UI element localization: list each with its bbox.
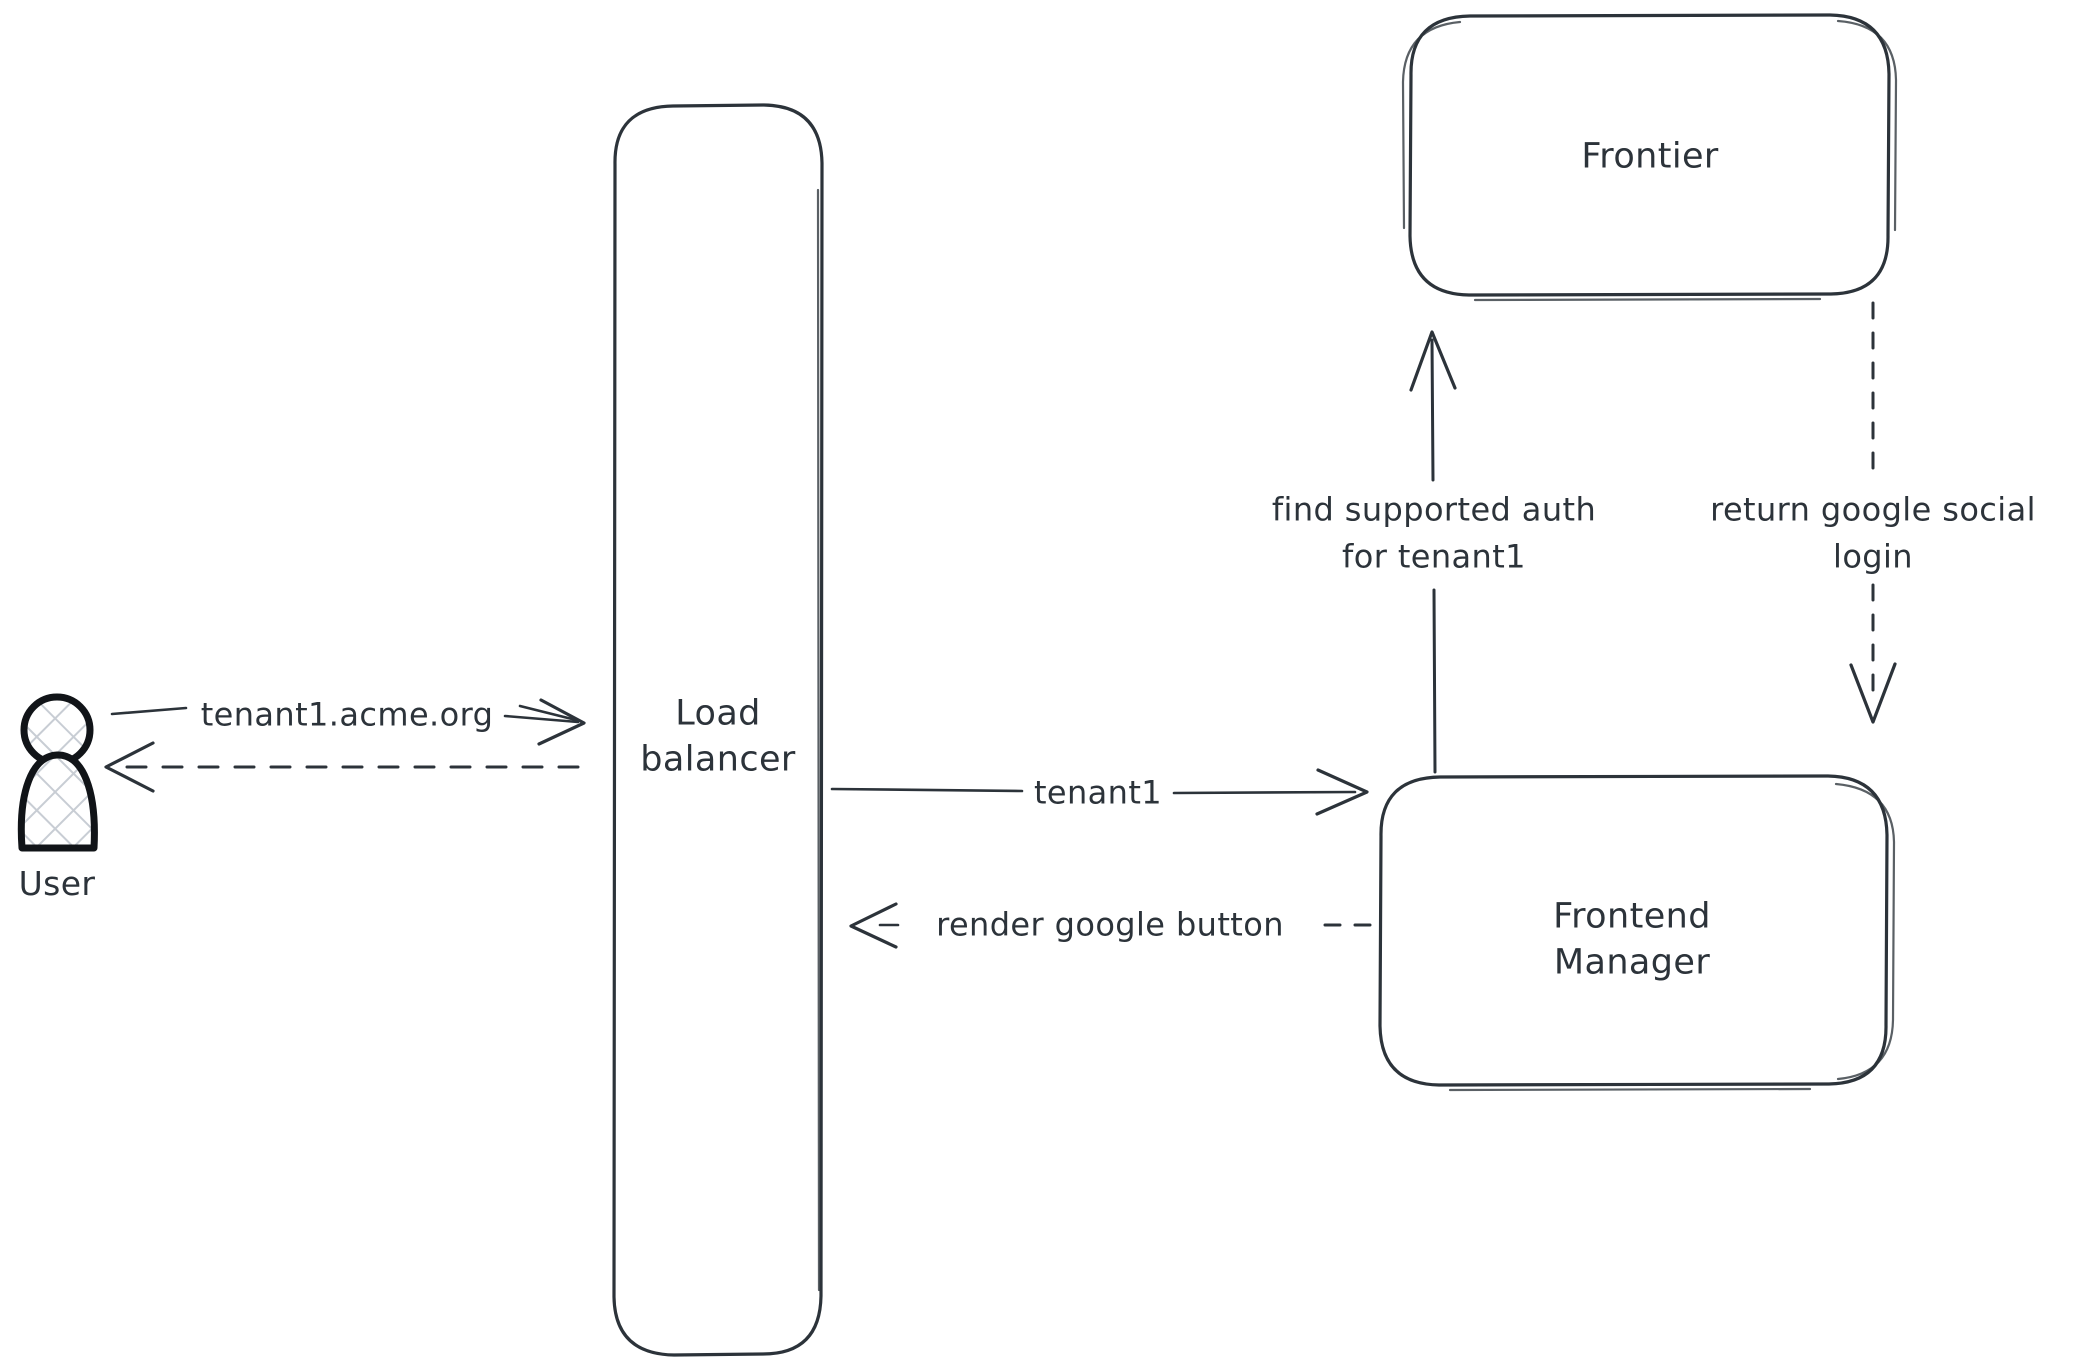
edge-load-balancer-to-user bbox=[104, 741, 580, 793]
edge-load-balancer-to-frontend-manager bbox=[830, 768, 1369, 816]
frontend-manager-shape bbox=[1378, 774, 1896, 1092]
frontend-manager-label-line1: Frontend bbox=[1553, 896, 1711, 937]
load-balancer-shape bbox=[612, 103, 824, 1357]
user-label: User bbox=[18, 863, 96, 903]
edge-label-tenant1-acme-org: tenant1.acme.org bbox=[194, 695, 500, 735]
edge-label-return-google-social-line1: return google social bbox=[1704, 490, 2042, 530]
edge-label-find-supported-auth-line2: for tenant1 bbox=[1336, 537, 1532, 577]
edge-label-tenant1: tenant1 bbox=[1027, 773, 1169, 813]
frontier-shape bbox=[1401, 13, 1898, 302]
edge-user-to-load-balancer bbox=[110, 698, 586, 746]
user-actor-icon bbox=[17, 693, 98, 852]
frontier-label: Frontier bbox=[1581, 136, 1719, 177]
edge-frontend-manager-to-frontier bbox=[1409, 330, 1457, 774]
frontend-manager-label-line2: Manager bbox=[1553, 942, 1711, 983]
edge-label-find-supported-auth-line1: find supported auth bbox=[1265, 490, 1603, 530]
edge-label-return-google-social-line2: login bbox=[1827, 537, 1919, 577]
edge-label-render-google-button: render google button bbox=[930, 905, 1290, 945]
edge-frontend-manager-to-load-balancer bbox=[849, 902, 1372, 949]
load-balancer-label-line1: Load bbox=[675, 693, 761, 734]
load-balancer-label-line2: balancer bbox=[640, 739, 796, 780]
edge-frontier-to-frontend-manager bbox=[1849, 301, 1897, 724]
